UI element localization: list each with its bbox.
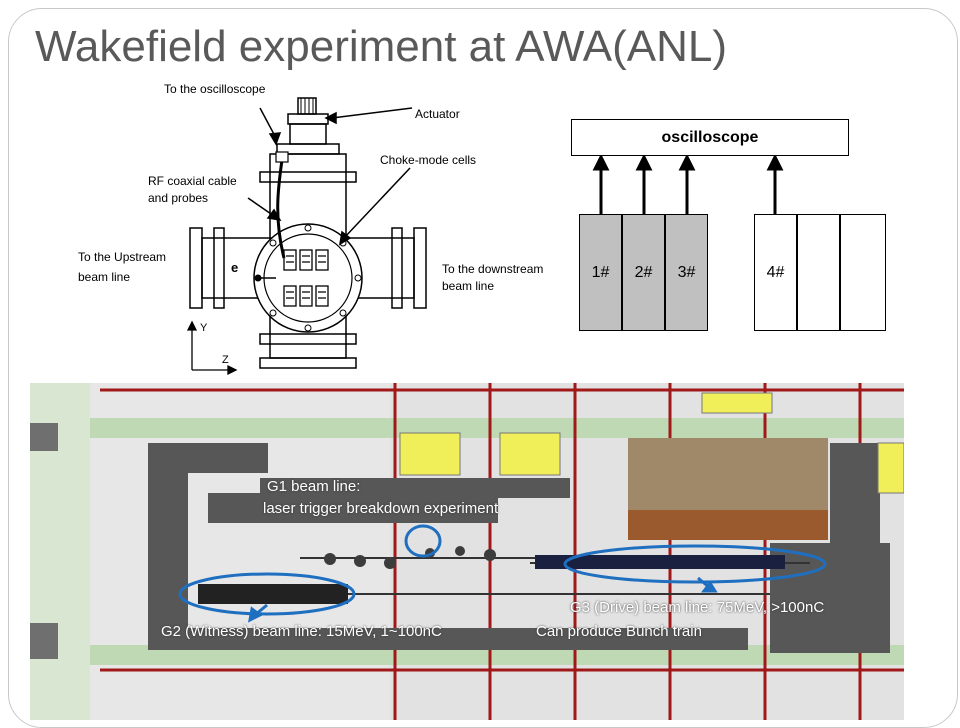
- label-upstream-1: To the Upstream: [78, 250, 167, 264]
- channel-3: 3#: [665, 214, 708, 331]
- channel-2: 2#: [622, 214, 665, 331]
- channel-6: [840, 214, 886, 331]
- axis-triad: [186, 320, 238, 376]
- channel-5: [797, 214, 840, 331]
- klystron-cabinet: [628, 438, 828, 510]
- g1-label-2: laser trigger breakdown experiment: [263, 500, 499, 517]
- shield-blocks: [148, 443, 890, 653]
- label-rf-cable-2: and probes: [148, 191, 209, 205]
- channel-arrows: [592, 155, 784, 215]
- g2-ellipse: [178, 572, 356, 616]
- floorplan: G1 beam line: laser trigger breakdown ex…: [30, 383, 904, 720]
- yellow-racks: [399, 392, 904, 494]
- g1-ellipse: [404, 524, 442, 558]
- channel-1: 1#: [579, 214, 622, 331]
- g3-label-1: G3 (Drive) beam line: 75MeV, >100nC: [570, 599, 825, 616]
- label-choke-mode-cells: Choke-mode cells: [380, 153, 477, 167]
- g3-label-2: Can produce Bunch train: [536, 623, 702, 640]
- left-stair: [30, 423, 58, 659]
- g3-ellipse: [563, 544, 827, 584]
- label-electron: e: [231, 260, 239, 275]
- g2-label: G2 (Witness) beam line: 15MeV, 1~100nC: [161, 623, 442, 640]
- label-rf-cable-1: RF coaxial cable: [148, 174, 237, 188]
- chamber-drawing: [186, 97, 427, 376]
- label-to-oscilloscope: To the oscilloscope: [164, 82, 266, 96]
- label-downstream-2: beam line: [442, 279, 495, 293]
- oscilloscope-box: oscilloscope: [571, 119, 849, 156]
- g1-label-1: G1 beam line:: [267, 478, 361, 495]
- label-axis-y: Y: [200, 322, 208, 334]
- label-upstream-2: beam line: [78, 270, 131, 284]
- beam-ellipses: [178, 524, 827, 616]
- label-axis-z: Z: [222, 354, 229, 366]
- slide-title: Wakefield experiment at AWA(ANL): [35, 22, 728, 71]
- floorplan-drawing: [30, 383, 904, 720]
- channel-4: 4#: [754, 214, 797, 331]
- choke-mode-cells: [283, 249, 329, 307]
- chamber-schematic: To the oscilloscope Actuator Choke-mode …: [70, 78, 543, 383]
- label-downstream-1: To the downstream: [442, 262, 544, 276]
- label-actuator: Actuator: [415, 107, 460, 121]
- callout-arrows: [247, 576, 718, 623]
